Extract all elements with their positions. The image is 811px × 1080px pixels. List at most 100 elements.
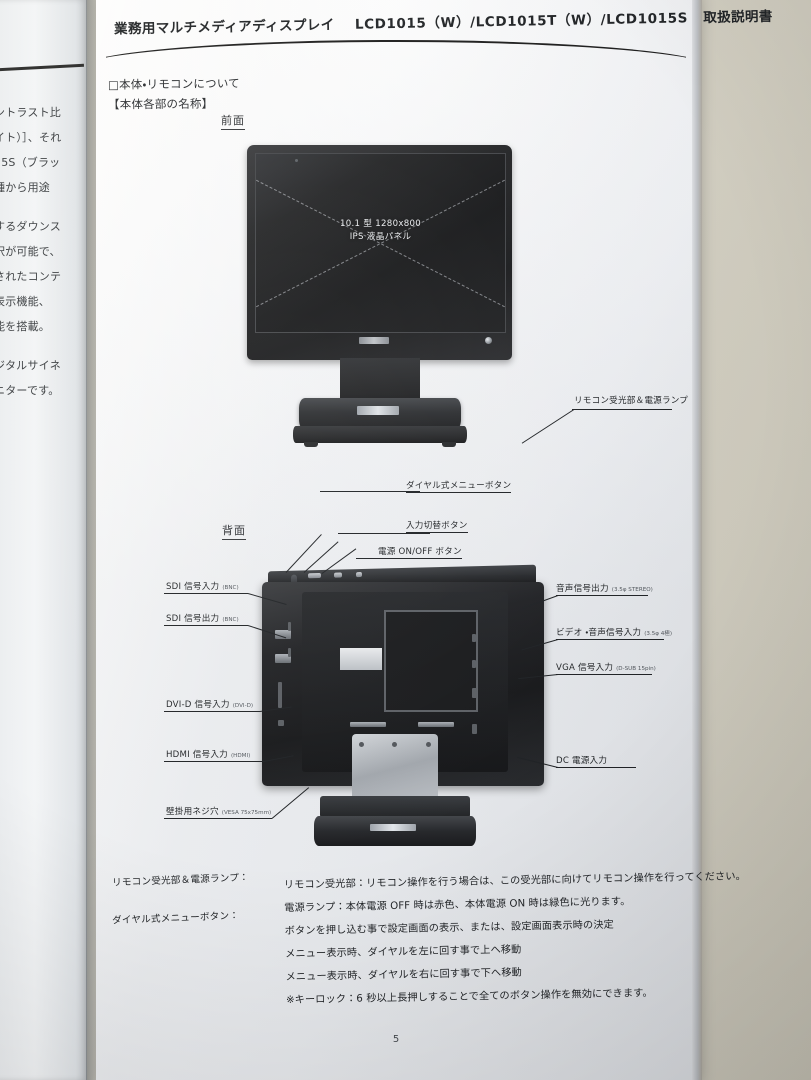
dvi-input-port — [278, 682, 282, 708]
callout-vesa-screw-holes: 壁掛用ネジ穴(VESA 75x75mm) — [166, 805, 271, 818]
rear-stand-base — [314, 816, 476, 846]
callout-vesa-screw-holes-sub: (VESA 75x75mm) — [221, 810, 272, 816]
callout-hdmi-input-sub: (HDMI) — [230, 753, 251, 759]
leader-line-hdmi-input-h — [164, 761, 264, 762]
callout-sdi-output-label: SDI 信号出力 — [166, 614, 220, 624]
sdi-input-port — [275, 630, 291, 639]
leader-line-vga-input-h — [556, 674, 652, 675]
monitor-screen: 10.1 型 1280x800 IPS 液晶パネル — [255, 153, 506, 333]
leader-line-vesa-holes-h — [164, 818, 272, 819]
callout-audio-output-label: 音声信号出力 — [556, 584, 609, 594]
vga-input-port — [472, 688, 477, 698]
bottom-connector-bar-left — [350, 722, 386, 727]
left-page-spacer — [0, 339, 84, 353]
brand-logo-plate — [359, 337, 389, 344]
leader-line-remote-receiver-h — [572, 409, 672, 410]
monitor-bezel-front: 10.1 型 1280x800 IPS 液晶パネル — [247, 145, 512, 360]
callout-dvi-input: DVI-D 信号入力(DVI-D) — [166, 698, 253, 711]
left-page-spacer — [0, 200, 84, 214]
callout-sdi-output: SDI 信号出力(BNC) — [166, 612, 239, 625]
monitor-rear-housing — [262, 582, 544, 826]
callout-video-audio-input-label: ビデオ ・音声信号入力 — [556, 628, 642, 638]
left-page-line: 15S（ブラッ — [0, 156, 61, 169]
left-page-line: 能を搭載。 — [0, 320, 50, 333]
rear-vent-slot — [288, 648, 291, 657]
screen-spec-line-1: 10.1 型 1280x800 — [339, 219, 422, 229]
description-line: 電源ランプ：本体電源 OFF 時は赤色、本体電源 ON 時は緑色に光ります。 — [284, 896, 631, 915]
callout-sdi-output-sub: (BNC) — [222, 617, 239, 623]
left-page-rule — [0, 63, 85, 72]
left-page-line: ニターです。 — [0, 384, 60, 397]
leader-line-video-audio-input-h — [556, 639, 664, 640]
screen-diagonal-line — [256, 175, 505, 312]
sdi-output-port — [275, 654, 291, 663]
leader-line-dc-input-h — [556, 767, 636, 768]
callout-hdmi-input-label: HDMI 信号入力 — [166, 750, 228, 760]
callout-dc-power-input: DC 電源入力 — [556, 754, 610, 767]
screen-spec-text: 10.1 型 1280x800 IPS 液晶パネル — [256, 218, 505, 243]
callout-vesa-screw-holes-label: 壁掛用ネジ穴 — [166, 807, 219, 817]
page-right-edge — [692, 0, 702, 1080]
description-line: メニュー表示時、ダイヤルを右に回す事で下へ移動 — [285, 967, 522, 984]
left-page-line: 種から用途 — [0, 181, 50, 194]
rear-stand-neck — [320, 796, 470, 818]
stand-base-plate — [357, 406, 399, 415]
page-number: 5 — [392, 1034, 400, 1045]
stand-foot-left — [304, 442, 318, 447]
rating-label — [340, 648, 382, 670]
callout-dc-power-input-label: DC 電源入力 — [556, 756, 608, 766]
vesa-screw-hole — [426, 742, 431, 747]
callout-video-audio-input-sub: (3.5φ 4極) — [644, 631, 673, 637]
audio-output-port — [472, 634, 476, 642]
power-button[interactable] — [334, 572, 342, 578]
callout-vga-input-sub: (D-SUB 15pin) — [616, 666, 656, 672]
callout-audio-output-sub: (3.5φ STEREO) — [611, 587, 653, 593]
rear-inner-panel — [302, 592, 508, 772]
callout-vga-input-label: VGA 信号入力 — [556, 663, 614, 673]
section-heading-part-names: 【本体各部の名称】 — [107, 96, 214, 112]
description-line: ボタンを押し込む事で設定画面の表示、または、設定画面表示時の決定 — [284, 919, 614, 938]
callout-dvi-input-label: DVI-D 信号入力 — [166, 700, 230, 710]
header-divider-rule — [106, 32, 686, 70]
callout-dial-menu-button-label: ダイヤル式メニューボタン — [406, 481, 512, 491]
rear-base-plate — [370, 824, 416, 831]
left-page-line: イト）］、それ — [0, 131, 62, 144]
callout-remote-receiver-power-lamp: リモコン受光部＆電源ランプ — [574, 396, 689, 406]
callout-video-audio-input: ビデオ ・音声信号入力(3.5φ 4極) — [556, 626, 672, 639]
monitor-stand-base-lower — [293, 426, 467, 443]
vesa-screw-hole — [359, 742, 364, 747]
left-page-line: 択が可能で、 — [0, 245, 61, 258]
callout-audio-output: 音声信号出力(3.5φ STEREO) — [556, 582, 653, 595]
vesa-screw-hole — [392, 742, 397, 747]
callout-dvi-input-sub: (DVI-D) — [232, 703, 254, 709]
description-line: ※キーロック：6 秒以上長押しすることで全てのボタン操作を無効にできます。 — [285, 987, 653, 1007]
power-led-indicator — [485, 337, 492, 344]
description-line: メニュー表示時、ダイヤルを左に回す事で上へ移動 — [285, 944, 522, 961]
screen-spec-line-2: IPS 液晶パネル — [349, 231, 412, 242]
callout-input-select-button: 入力切替ボタン — [406, 519, 468, 533]
stand-foot-right — [442, 442, 456, 447]
callout-sdi-input: SDI 信号入力(BNC) — [166, 580, 239, 593]
header-models: LCD1015（W）/LCD1015T（W）/LCD1015S — [354, 10, 689, 33]
left-page-text-column: ントラスト比 イト）］、それ 15S（ブラッ 種から用途 するダウンス 択が可能… — [0, 100, 84, 403]
rear-vent-slot — [288, 622, 291, 631]
description-body: リモコン受光部：リモコン操作を行う場合は、この受光部に向けてリモコン操作を行って… — [284, 871, 746, 1018]
hdmi-input-port — [278, 720, 284, 726]
callout-hdmi-input: HDMI 信号入力(HDMI) — [166, 748, 250, 761]
input-select-button[interactable] — [308, 572, 321, 579]
top-strip-button-3[interactable] — [356, 571, 362, 578]
view-label-front: 前面 — [221, 112, 245, 130]
leader-line-dvi-input-h — [164, 711, 260, 712]
header-suffix: 取扱説明書 — [703, 8, 773, 27]
section-heading-body-remote: □本体・リモコンについて — [107, 76, 240, 92]
leader-line-audio-output-h — [556, 595, 648, 596]
vesa-mount-area — [384, 610, 478, 712]
callout-power-button-label: 電源 ON/OFF ボタン — [378, 547, 462, 557]
left-page: ントラスト比 イト）］、それ 15S（ブラッ 種から用途 するダウンス 択が可能… — [0, 0, 87, 1080]
callout-sdi-input-sub: (BNC) — [222, 585, 239, 591]
back-view-monitor-image — [258, 564, 548, 858]
left-page-line: されたコンテ — [0, 270, 62, 283]
left-page-line: ジタルサイネ — [0, 359, 61, 372]
view-label-back: 背面 — [222, 522, 246, 540]
